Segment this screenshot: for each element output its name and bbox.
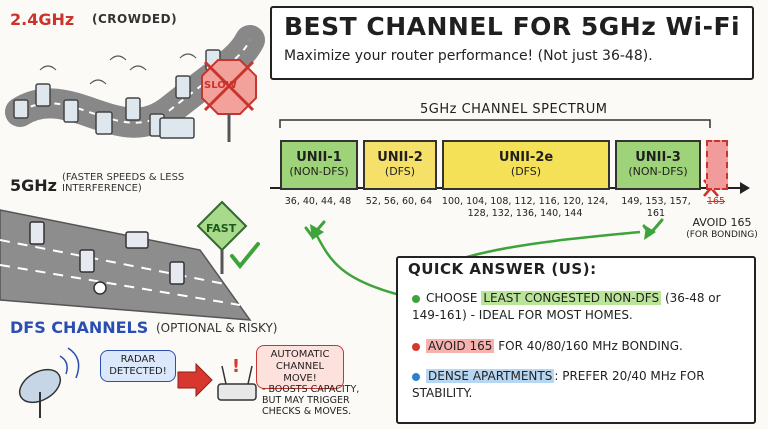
spectrum-bracket bbox=[279, 119, 711, 128]
router-icon bbox=[13, 99, 29, 119]
slow-sign-label: SLOW bbox=[204, 80, 237, 91]
phone-icon bbox=[79, 249, 95, 273]
radar-bubble: RADAR DETECTED! bbox=[100, 350, 176, 382]
band-24-note: (CROWDED) bbox=[92, 12, 178, 26]
phone-icon bbox=[169, 261, 185, 285]
channel-list-unii-2: 52, 56, 60, 64 bbox=[365, 196, 433, 207]
avoid-165-label: AVOID 165 bbox=[692, 216, 752, 229]
band-165-excluded bbox=[706, 140, 728, 190]
quick-answer-item: CHOOSE LEAST CONGESTED NON-DFS (36-48 or… bbox=[412, 290, 748, 324]
phone-icon bbox=[175, 75, 191, 99]
laptop-icon bbox=[159, 117, 195, 139]
arrowhead-icon bbox=[310, 224, 324, 240]
bullet-dot-icon bbox=[412, 372, 420, 381]
slow-cross-icon bbox=[203, 60, 255, 112]
tablet-icon bbox=[95, 111, 113, 135]
band-5-note: (FASTER SPEEDS & LESS INTERFERENCE) bbox=[62, 172, 185, 194]
qa-rest: : PREFER 20/40 MHz FOR STABILITY. bbox=[412, 369, 705, 400]
router-icon bbox=[217, 383, 257, 401]
avoid-165-sub: (FOR BONDING) bbox=[686, 230, 758, 240]
band-type: (DFS) bbox=[510, 165, 542, 178]
band-type: (DFS) bbox=[384, 165, 416, 178]
page-title: BEST CHANNEL FOR 5GHz Wi-Fi bbox=[284, 12, 741, 41]
band-unii-1: UNII-1 (NON-DFS) bbox=[280, 140, 358, 190]
dfs-label: DFS CHANNELS bbox=[10, 318, 149, 337]
qa-rest: (36-48 or 149-161) - IDEAL FOR MOST HOME… bbox=[412, 291, 721, 322]
band-unii-2: UNII-2 (DFS) bbox=[363, 140, 437, 190]
quick-answer-item: AVOID 165 FOR 40/80/160 MHz BONDING. bbox=[412, 338, 748, 355]
quick-answer-item: DENSE APARTMENTS: PREFER 20/40 MHz FOR S… bbox=[412, 368, 748, 402]
radar-waves-icon bbox=[59, 347, 80, 379]
channel-165: 165 bbox=[706, 196, 726, 207]
qa-rest: FOR 40/80/160 MHz BONDING. bbox=[498, 339, 683, 353]
bullet-dot-icon bbox=[412, 294, 420, 303]
phone-icon bbox=[125, 97, 141, 121]
channel-list-unii-2e: 100, 104, 108, 112, 116, 120, 124, 128, … bbox=[441, 196, 609, 219]
fast-devices bbox=[29, 221, 185, 285]
bullet-dot-icon bbox=[412, 342, 420, 351]
qa-highlight: LEAST CONGESTED NON-DFS bbox=[481, 291, 662, 305]
arrow-to-unii1-icon bbox=[314, 233, 405, 298]
spectrum-title: 5GHz CHANNEL SPECTRUM bbox=[420, 102, 608, 117]
band-5-label: 5GHz bbox=[10, 176, 57, 195]
check-icon bbox=[230, 242, 260, 270]
channel-move-bubble: AUTOMATIC CHANNEL MOVE! bbox=[256, 345, 344, 389]
router-icon bbox=[125, 231, 149, 249]
band-type: (NON-DFS) bbox=[628, 165, 688, 178]
band-name: UNII-3 bbox=[635, 150, 681, 165]
phone-icon bbox=[63, 99, 79, 123]
router-antenna bbox=[247, 365, 253, 385]
channel-list-unii-1: 36, 40, 44, 48 bbox=[284, 196, 352, 207]
arrowhead-icon bbox=[644, 226, 656, 240]
fast-sign-label: FAST bbox=[206, 222, 237, 235]
arrow-right-icon bbox=[177, 362, 213, 398]
qa-lead: CHOOSE bbox=[426, 291, 478, 305]
band-unii-3: UNII-3 (NON-DFS) bbox=[615, 140, 701, 190]
page-subtitle: Maximize your router performance! (Not j… bbox=[284, 48, 653, 64]
title-box bbox=[270, 6, 754, 80]
dfs-tradeoff-note: - BOOSTS CAPACITY, BUT MAY TRIGGER CHECK… bbox=[262, 384, 360, 417]
warning-icon: ! bbox=[232, 356, 240, 377]
band-unii-2e: UNII-2e (DFS) bbox=[442, 140, 610, 190]
runner-icon bbox=[93, 281, 107, 295]
highway-lines bbox=[0, 239, 231, 286]
phone-icon bbox=[35, 83, 51, 107]
qa-highlight: DENSE APARTMENTS bbox=[426, 369, 555, 383]
dfs-note: (OPTIONAL & RISKY) bbox=[156, 321, 278, 335]
band-name: UNII-2e bbox=[498, 150, 554, 165]
band-name: UNII-1 bbox=[296, 150, 342, 165]
crowded-devices bbox=[13, 49, 221, 139]
channel-list-unii-3: 149, 153, 157, 161 bbox=[621, 196, 691, 219]
wifi-icon bbox=[179, 53, 197, 59]
phone-icon bbox=[29, 221, 45, 245]
band-type: (NON-DFS) bbox=[289, 165, 349, 178]
wifi-icon bbox=[39, 65, 57, 71]
axis-arrow-icon bbox=[740, 182, 750, 194]
quick-answer-title: QUICK ANSWER (US): bbox=[408, 260, 597, 278]
wifi-icon bbox=[129, 65, 147, 71]
highway-lines bbox=[0, 264, 241, 306]
qa-highlight: AVOID 165 bbox=[426, 339, 495, 353]
radar-dish-icon bbox=[18, 368, 62, 404]
router-antenna bbox=[221, 365, 227, 385]
wifi-icon bbox=[89, 79, 107, 85]
wifi-icon bbox=[109, 55, 127, 61]
band-name: UNII-2 bbox=[377, 150, 423, 165]
avoid-165-note: AVOID 165 (FOR BONDING) bbox=[680, 216, 764, 242]
interference-waves bbox=[39, 53, 197, 85]
left-illustrations: ! bbox=[0, 25, 265, 418]
band-24-label: 2.4GHz bbox=[10, 10, 75, 29]
